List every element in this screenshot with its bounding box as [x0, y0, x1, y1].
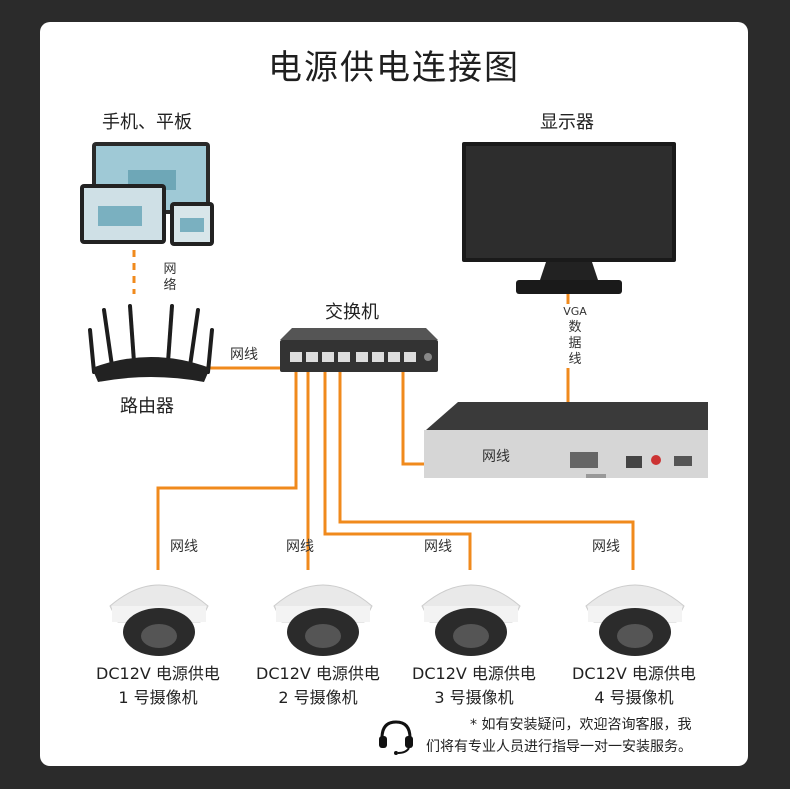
- camera-4-image: [585, 584, 685, 656]
- camera-4-name: 4 号摄像机: [594, 688, 674, 707]
- wireless-label-char-2: 络: [163, 278, 177, 293]
- monitor-image: [462, 142, 676, 294]
- switch-label: 交换机: [325, 302, 379, 323]
- camera-2-power: DC12V 电源供电: [256, 664, 380, 683]
- cam2-cable-label: 网线: [286, 539, 314, 555]
- cam1-cable-label: 网线: [170, 539, 198, 555]
- wireless-label-char-1: 网: [163, 262, 177, 277]
- camera-3-caption: DC12V 电源供电 3 号摄像机: [394, 662, 554, 710]
- router-switch-cable-label: 网线: [230, 347, 258, 363]
- switch-image: [280, 328, 438, 372]
- diagram-title: 电源供电连接图: [268, 48, 520, 88]
- camera-4-caption: DC12V 电源供电 4 号摄像机: [554, 662, 714, 710]
- camera-3-power: DC12V 电源供电: [412, 664, 536, 683]
- cam3-cable-label: 网线: [424, 539, 452, 555]
- support-note-line-1: * 如有安装疑问，欢迎咨询客服，我: [470, 717, 692, 733]
- camera-2-name: 2 号摄像机: [278, 688, 358, 707]
- cam4-cable: [338, 368, 635, 570]
- switch-nvr-cable-label: 网线: [482, 449, 510, 465]
- vga-label-part-3: 据: [568, 336, 582, 351]
- cam1-cable: [156, 368, 298, 570]
- support-note: * 如有安装疑问，欢迎咨询客服，我 们将有专业人员进行指导一对一安装服务。: [426, 714, 692, 758]
- camera-3-image: [421, 584, 521, 656]
- camera-1-caption: DC12V 电源供电 1 号摄像机: [78, 662, 238, 710]
- vga-label-part-1: VGA: [563, 305, 587, 318]
- camera-1-image: [109, 584, 209, 656]
- vga-label-part-2: 数: [568, 320, 582, 335]
- phone-tablet-label: 手机、平板: [102, 112, 192, 133]
- camera-3-name: 3 号摄像机: [434, 688, 514, 707]
- nvr-image: [424, 402, 708, 478]
- camera-2-image: [273, 584, 373, 656]
- wireless-label: 网 络: [161, 262, 179, 294]
- cam4-cable-label: 网线: [592, 539, 620, 555]
- camera-1-name: 1 号摄像机: [118, 688, 198, 707]
- monitor-label: 显示器: [540, 112, 594, 133]
- camera-1-power: DC12V 电源供电: [96, 664, 220, 683]
- diagram-card: 电源供电连接图 手机、平板 网 络: [40, 22, 748, 766]
- vga-label-part-4: 线: [568, 352, 582, 367]
- router-image: [88, 304, 214, 382]
- vga-cable-label: VGA 数 据 线: [560, 304, 590, 368]
- camera-2-caption: DC12V 电源供电 2 号摄像机: [238, 662, 398, 710]
- support-note-line-2: 们将有专业人员进行指导一对一安装服务。: [426, 739, 692, 755]
- camera-4-power: DC12V 电源供电: [572, 664, 696, 683]
- router-label: 路由器: [120, 396, 174, 417]
- headset-icon: [379, 720, 413, 755]
- phone-tablet-image: [80, 142, 214, 246]
- cam3-cable: [323, 368, 472, 570]
